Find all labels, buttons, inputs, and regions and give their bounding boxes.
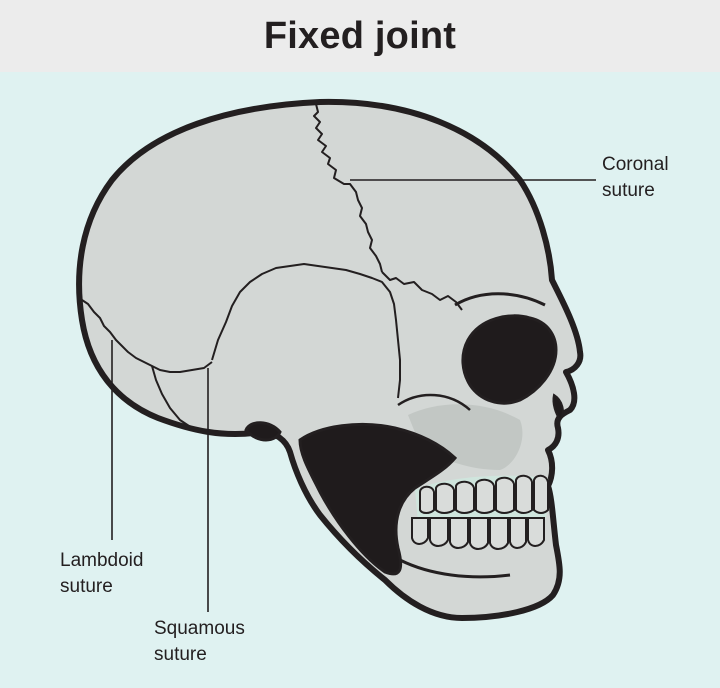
occipitomastoid-seam [151,365,193,429]
lambdoid-suture [81,299,213,373]
coronal-label-line2: suture [602,180,655,201]
coronal-label-line1: Coronal [602,154,669,175]
brow-ridge [454,292,546,307]
mandible-cavity [298,422,458,576]
lambdoid-suture-label: Lambdoid suture [60,548,143,600]
squamous-suture-label: Squamous suture [154,616,245,668]
zygomatic-line [397,393,471,411]
eye-socket [461,314,558,405]
ear-opening [244,421,282,442]
lower-teeth [411,517,545,550]
upper-teeth [419,474,549,514]
coronal-suture-label: Coronal suture [602,152,669,204]
nasal-opening [552,393,564,422]
squamous-label-line1: Squamous [154,618,245,639]
squamous-suture [211,263,401,399]
jaw-line [399,558,511,579]
figure-title: Fixed joint [263,14,457,57]
coronal-suture [313,103,383,273]
squamous-label-line2: suture [154,644,207,665]
coronal-suture-branch [381,271,463,311]
lambdoid-label-line1: Lambdoid [60,550,144,571]
lambdoid-label-line2: suture [60,576,113,597]
title-bar: Fixed joint [0,0,720,72]
